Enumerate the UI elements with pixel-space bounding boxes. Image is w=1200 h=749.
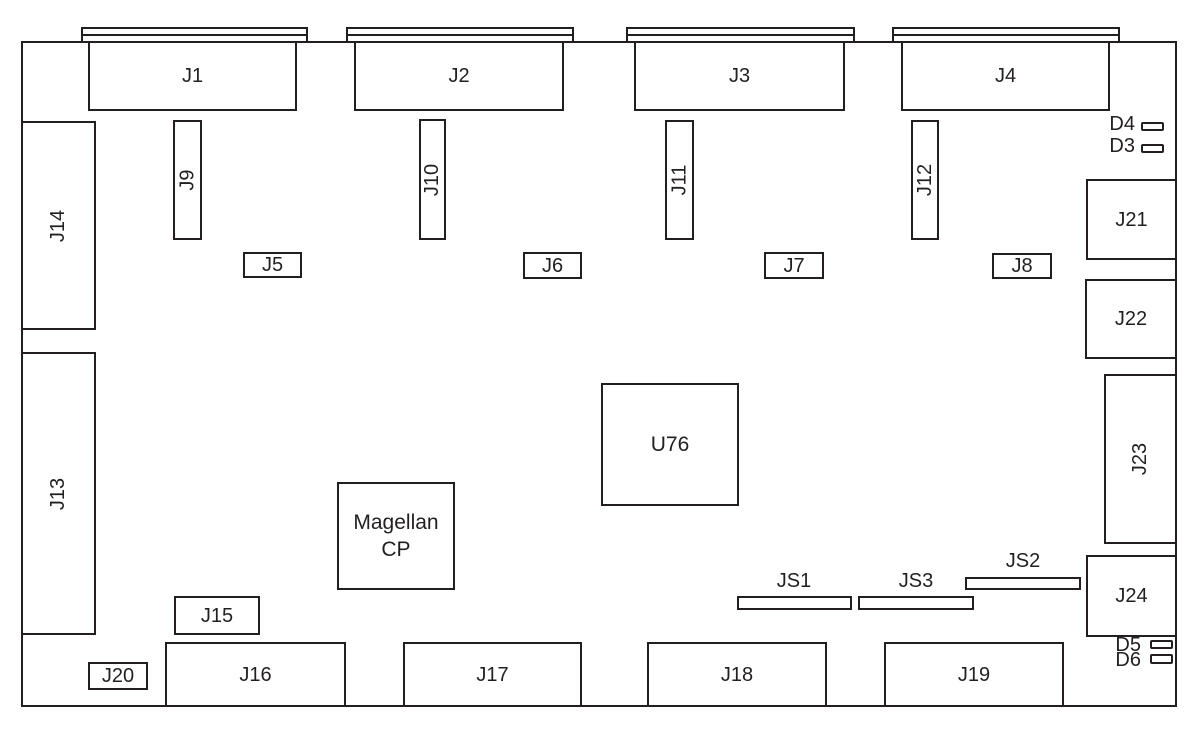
connector-j3: J3 [634, 41, 845, 111]
connector-j23: J23 [1104, 374, 1177, 544]
solder-jumper-js1 [737, 596, 852, 610]
connector-j14-label: J14 [47, 209, 70, 242]
connector-j2: J2 [354, 41, 564, 111]
connector-j8-label: J8 [1011, 255, 1033, 277]
connector-j22: J22 [1085, 279, 1177, 359]
ic-u76: U76 [601, 383, 739, 506]
solder-jumper-js2 [965, 577, 1081, 590]
solder-jumper-js3 [858, 596, 974, 610]
connector-j18-label: J18 [720, 663, 754, 686]
connector-j6: J6 [523, 252, 582, 279]
connector-j9-label: J9 [176, 169, 199, 191]
diode-d5 [1150, 640, 1173, 649]
solder-jumper-js2-label: JS2 [1005, 550, 1041, 572]
connector-j4: J4 [901, 41, 1110, 111]
connector-j13-label: J13 [47, 477, 70, 510]
solder-jumper-js3-label: JS3 [898, 570, 934, 592]
connector-j6-label: J6 [541, 254, 564, 277]
connector-j10-label: J10 [421, 163, 444, 196]
connector-j20-label: J20 [101, 665, 135, 687]
connector-j21: J21 [1086, 179, 1177, 260]
connector-j19-label: J19 [957, 663, 991, 686]
connector-j16-label: J16 [239, 663, 272, 686]
connector-j1-label: J1 [181, 65, 204, 87]
ic-magellan-cp: Magellan CP [337, 482, 455, 590]
ic-magellan-cp-label: Magellan CP [353, 511, 439, 561]
connector-j21-label: J21 [1115, 208, 1148, 231]
connector-j1: J1 [88, 41, 297, 111]
connector-j17-label: J17 [476, 663, 509, 686]
connector-j15-label: J15 [200, 604, 234, 627]
connector-j5: J5 [243, 252, 302, 278]
connector-j12-label: J12 [914, 163, 936, 197]
connector-j11: J11 [665, 120, 694, 240]
diode-d4-label: D4 [1109, 113, 1135, 135]
connector-j7: J7 [764, 252, 824, 279]
connector-j2-label: J2 [448, 65, 470, 87]
connector-j11-label: J11 [668, 164, 691, 196]
connector-j8: J8 [992, 253, 1052, 279]
connector-j23-label: J23 [1129, 442, 1152, 476]
diode-d6 [1150, 654, 1173, 664]
connector-j7-label: J7 [783, 254, 805, 277]
connector-j19: J19 [884, 642, 1064, 707]
connector-j12: J12 [911, 120, 939, 240]
connector-j16: J16 [165, 642, 346, 707]
diode-d6-label: D6 [1115, 649, 1141, 671]
ic-u76-label: U76 [650, 433, 690, 456]
connector-j24: J24 [1086, 555, 1177, 637]
solder-jumper-js1-label: JS1 [776, 570, 812, 592]
diode-d3 [1141, 144, 1164, 153]
connector-j4-label: J4 [994, 65, 1017, 87]
connector-j9: J9 [173, 120, 202, 240]
connector-j13: J13 [21, 352, 96, 635]
connector-j22-label: J22 [1114, 308, 1148, 330]
connector-j20: J20 [88, 662, 148, 690]
connector-j10: J10 [419, 119, 446, 240]
connector-j14: J14 [21, 121, 96, 330]
connector-j18: J18 [647, 642, 827, 707]
connector-j3-label: J3 [728, 65, 751, 87]
diode-d3-label: D3 [1109, 135, 1135, 157]
diode-d4 [1141, 122, 1164, 131]
diode-d5-label: D5 [1115, 634, 1141, 656]
connector-j15: J15 [174, 596, 260, 635]
connector-j17: J17 [403, 642, 582, 707]
connector-j24-label: J24 [1115, 585, 1148, 607]
connector-j5-label: J5 [261, 254, 284, 276]
